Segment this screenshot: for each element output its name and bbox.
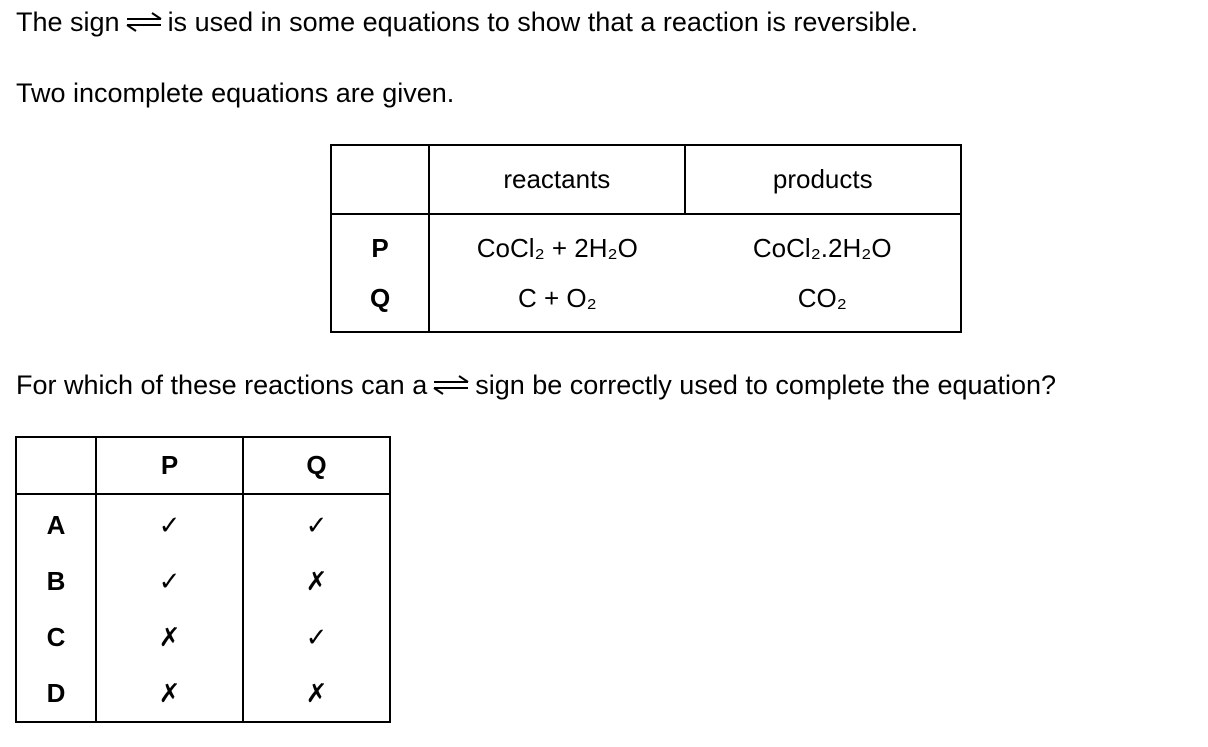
- equilibrium-arrows-icon: [124, 12, 164, 32]
- equation-label-p: P: [371, 232, 389, 263]
- answer-header-blank: [15, 436, 97, 495]
- equations-header-row: reactants products: [329, 144, 962, 215]
- option-b-p-mark: ✓: [95, 553, 244, 609]
- answer-header-row: P Q: [15, 436, 391, 495]
- intro-line-1: The sign is used in some equations to sho…: [16, 6, 918, 38]
- option-letter-c: C: [15, 609, 97, 665]
- intro-line-1-after: is used in some equations to show that a…: [167, 7, 918, 37]
- reactants-header: reactants: [428, 144, 686, 215]
- answer-header-q: Q: [242, 436, 391, 495]
- option-letter-b: B: [15, 553, 97, 609]
- option-letter-a: A: [15, 494, 97, 553]
- option-letter-d: D: [15, 665, 97, 723]
- option-d-p-mark: ✗: [95, 665, 244, 723]
- equations-header-blank: [329, 144, 431, 215]
- question-after: sign be correctly used to complete the e…: [475, 370, 1057, 400]
- option-a-q-mark: ✓: [242, 494, 391, 553]
- answer-option-d[interactable]: D ✗ ✗: [15, 665, 391, 723]
- option-c-p-mark: ✗: [95, 609, 244, 665]
- equation-row-q: Q C + O₂ CO₂: [329, 273, 962, 333]
- intro-line-2: Two incomplete equations are given.: [16, 78, 455, 108]
- question-before: For which of these reactions can a: [16, 370, 428, 400]
- answer-option-b[interactable]: B ✓ ✗: [15, 553, 391, 609]
- answer-header-p: P: [95, 436, 244, 495]
- answer-table: P Q A ✓ ✓ B ✓ ✗ C ✗ ✓ D ✗ ✗: [15, 436, 391, 723]
- equation-p-reactants: CoCl₂ + 2H₂O: [476, 232, 638, 263]
- question-text: For which of these reactions can a sign b…: [16, 369, 1056, 401]
- equation-q-reactants: C + O₂: [517, 282, 597, 313]
- equilibrium-arrows-icon: [431, 375, 471, 395]
- equation-row-p: P CoCl₂ + 2H₂O CoCl₂.2H₂O: [329, 213, 962, 273]
- option-c-q-mark: ✓: [242, 609, 391, 665]
- equation-label-q: Q: [369, 282, 391, 313]
- answer-option-a[interactable]: A ✓ ✓: [15, 494, 391, 553]
- option-b-q-mark: ✗: [242, 553, 391, 609]
- products-header: products: [683, 144, 962, 215]
- intro-line-1-before: The sign: [16, 7, 120, 37]
- equations-table: reactants products P CoCl₂ + 2H₂O CoCl₂.…: [329, 144, 962, 333]
- equation-q-products: CO₂: [797, 282, 847, 313]
- option-a-p-mark: ✓: [95, 494, 244, 553]
- answer-option-c[interactable]: C ✗ ✓: [15, 609, 391, 665]
- option-d-q-mark: ✗: [242, 665, 391, 723]
- equation-p-products: CoCl₂.2H₂O: [752, 232, 892, 263]
